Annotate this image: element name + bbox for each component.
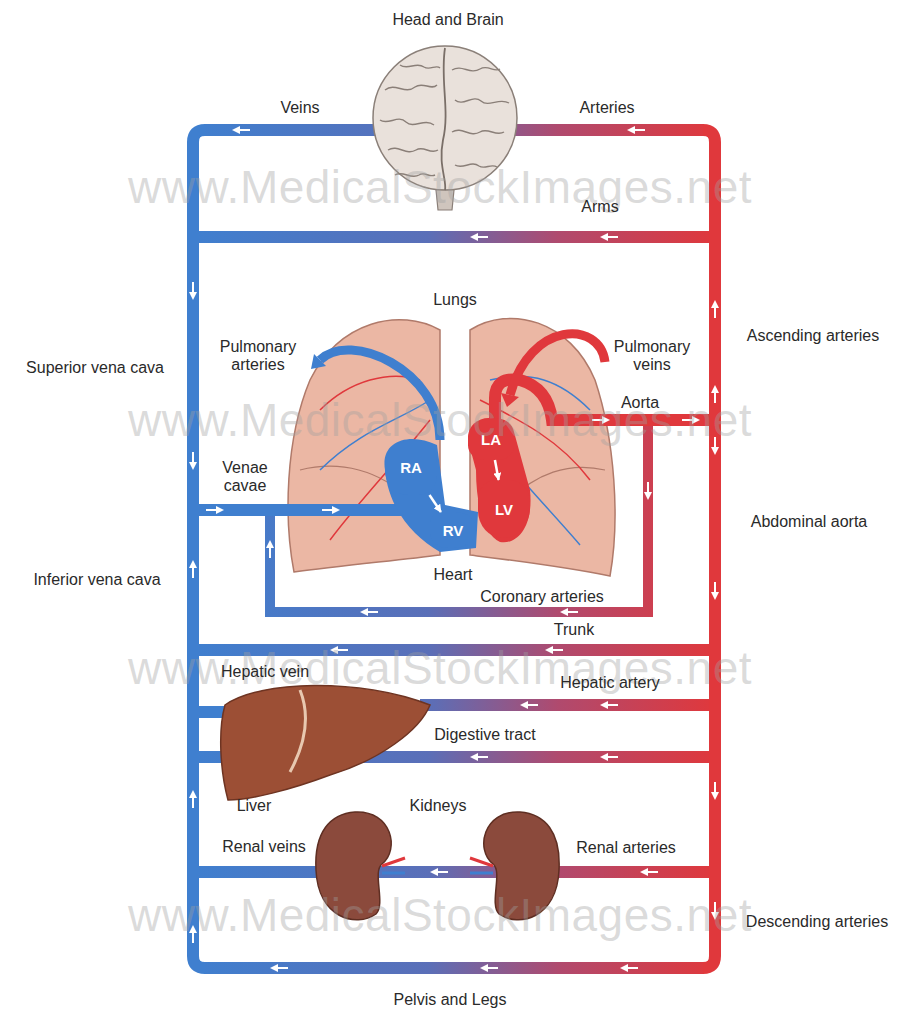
liver (221, 685, 430, 800)
pulmonary-artery-head (311, 354, 326, 369)
part-label: Renal arteries (576, 839, 676, 857)
flow-arrows-down (189, 282, 719, 920)
brain-gyrus (455, 99, 509, 104)
venae-cavae-vessel (193, 504, 430, 516)
connector-group (429, 460, 498, 512)
pulmonary-vein-vessel (510, 334, 605, 395)
part-label: Abdominal aorta (751, 513, 868, 531)
brain-gyrus (452, 130, 504, 133)
brain-gyrus (385, 85, 437, 90)
part-label: Trunk (554, 621, 594, 639)
chamber-label: LV (495, 501, 513, 518)
part-label: Arms (581, 198, 618, 216)
part-label: Pulmonary veins (602, 338, 702, 375)
part-label: Superior vena cava (26, 359, 164, 377)
brain-gyrus (380, 119, 434, 125)
flow-arrow (429, 495, 440, 512)
heart-chamber: LV (478, 480, 530, 538)
renal-vessel (382, 858, 493, 866)
watermark: www.MedicalStockImages.net (128, 394, 752, 447)
part-label: Digestive tract (434, 726, 535, 744)
part-label: Renal veins (222, 838, 306, 856)
chamber-label: RA (400, 459, 422, 476)
part-label: Kidneys (410, 797, 467, 815)
right-heart (384, 439, 478, 552)
part-label: Liver (237, 797, 272, 815)
part-label: Hepatic vein (221, 663, 309, 681)
part-label: Coronary arteries (480, 588, 604, 606)
brain-gyrus (388, 148, 438, 151)
part-label: Descending arteries (746, 913, 888, 931)
part-label: Venae cavae (205, 459, 285, 496)
part-label: Pulmonary arteries (208, 338, 308, 375)
vein-column (193, 130, 205, 968)
part-label: Lungs (433, 291, 477, 309)
brain-gyrus (452, 67, 500, 70)
heart-chamber: RV (430, 512, 476, 548)
part-label: Head and Brain (392, 11, 503, 29)
part-label: Veins (280, 99, 319, 117)
part-label: Inferior vena cava (33, 571, 160, 589)
part-label: Ascending arteries (747, 327, 880, 345)
hepatic-artery-vessel (420, 699, 709, 711)
part-label: Heart (433, 566, 472, 584)
watermark: www.MedicalStockImages.net (128, 889, 752, 942)
watermark: www.MedicalStockImages.net (128, 161, 752, 214)
liver-ligament (290, 690, 305, 772)
artery-column (703, 130, 715, 968)
renal-loop (199, 866, 709, 878)
part-label: Arteries (579, 99, 634, 117)
brain-gyrus (400, 65, 440, 68)
flow-arrow (495, 460, 499, 480)
part-label: Pelvis and Legs (394, 991, 507, 1009)
heart-chamber: RA (385, 440, 437, 495)
right-lung (470, 318, 615, 576)
part-label: Hepatic artery (560, 674, 660, 692)
chamber-label: RV (443, 522, 464, 539)
arms-loop (199, 231, 709, 243)
